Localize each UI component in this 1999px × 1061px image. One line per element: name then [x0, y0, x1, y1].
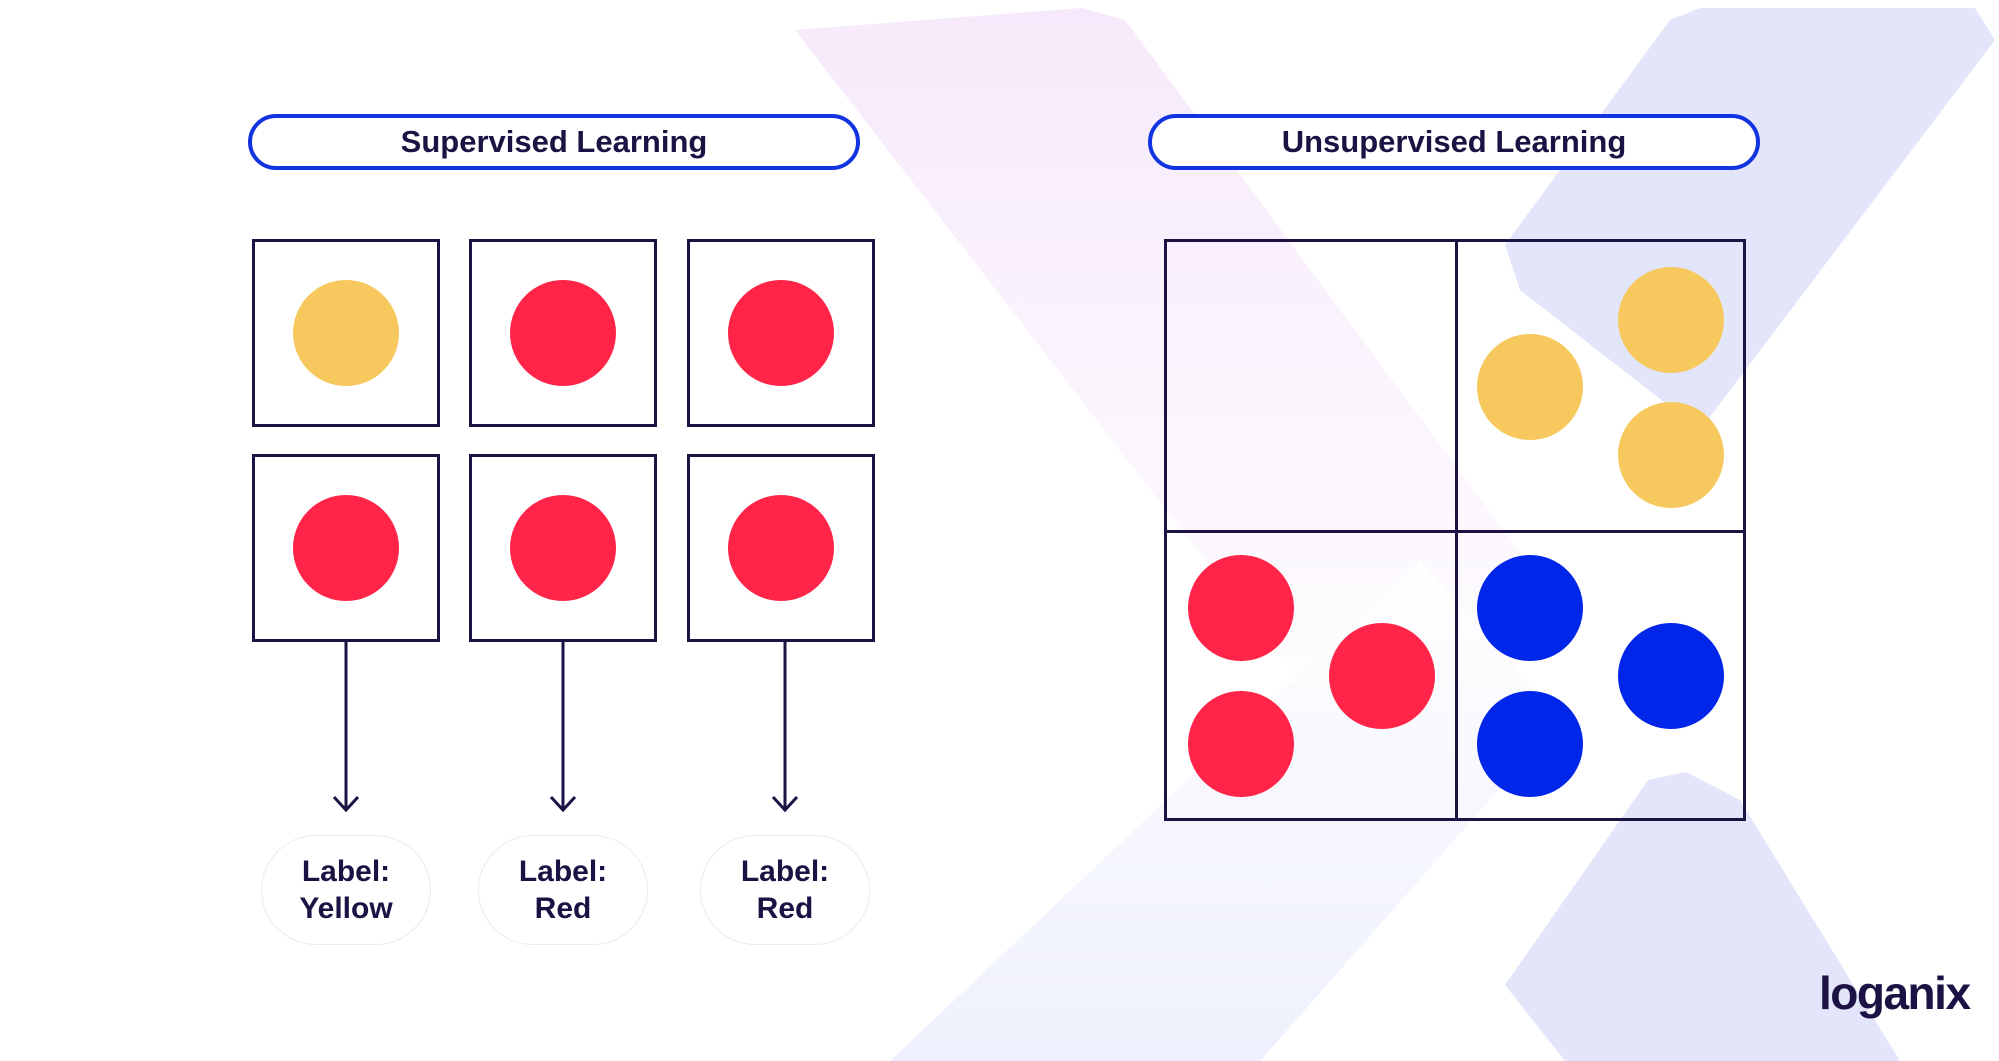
label-bubble-line2: Yellow [299, 892, 393, 925]
cluster-blue-dot [1477, 555, 1583, 661]
sample-cell-6 [687, 454, 875, 642]
label-bubble-line1: Label: [740, 855, 830, 888]
sample-cell-4 [252, 454, 440, 642]
unsupervised-title: Unsupervised Learning [1281, 124, 1627, 159]
supervised-title: Supervised Learning [400, 124, 708, 159]
arrow-2 [549, 642, 577, 813]
sample-dot [293, 280, 399, 386]
cluster-yellow-dot [1618, 267, 1724, 373]
supervised-title-pill: Supervised Learning [248, 114, 860, 170]
sample-cell-3 [687, 239, 875, 427]
label-bubble-line1: Label: [518, 855, 608, 888]
cluster-red-dot [1329, 623, 1435, 729]
bg-stroke-blue-lower [1505, 772, 1900, 1061]
label-bubble-line2: Red [756, 892, 814, 925]
sample-cell-5 [469, 454, 657, 642]
bg-stroke-pink [795, 8, 1570, 780]
cluster-blue-dot [1618, 623, 1724, 729]
loganix-logo: loganix [1819, 967, 1971, 1019]
unsupervised-title-pill: Unsupervised Learning [1148, 114, 1760, 170]
cluster-red-dot [1188, 691, 1294, 797]
arrow-1 [332, 642, 360, 813]
sample-cell-2 [469, 239, 657, 427]
label-bubble-1: Label: Yellow [261, 835, 431, 945]
label-bubble-line2: Red [534, 892, 592, 925]
sample-dot [510, 280, 616, 386]
sample-cell-1 [252, 239, 440, 427]
label-bubble-3: Label: Red [700, 835, 870, 945]
grid-divider-horizontal [1167, 530, 1743, 533]
sample-dot [728, 280, 834, 386]
label-bubble-line1: Label: [301, 855, 391, 888]
sample-dot [728, 495, 834, 601]
label-bubble-2: Label: Red [478, 835, 648, 945]
cluster-yellow-dot [1618, 402, 1724, 508]
cluster-yellow-dot [1477, 334, 1583, 440]
cluster-red-dot [1188, 555, 1294, 661]
sample-dot [293, 495, 399, 601]
arrow-3 [771, 642, 799, 813]
cluster-blue-dot [1477, 691, 1583, 797]
sample-dot [510, 495, 616, 601]
cluster-grid [1164, 239, 1746, 821]
